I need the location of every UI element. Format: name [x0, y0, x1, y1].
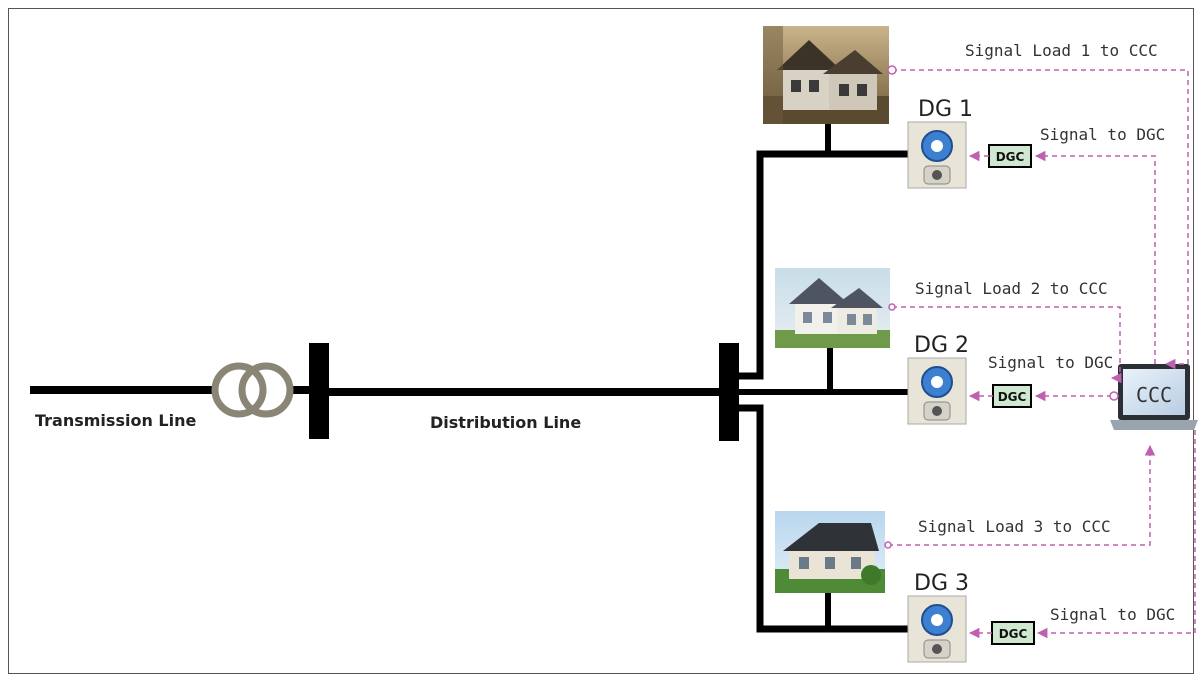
signal-dgc-3-line — [1036, 430, 1196, 639]
signal-dgc-3-label: Signal to DGC — [1050, 605, 1175, 624]
signal-load-1-label: Signal Load 1 to CCC — [965, 41, 1158, 60]
dgc-box-3: DGC — [991, 621, 1035, 645]
signal-load-3-line — [888, 444, 1156, 546]
power-network — [30, 120, 910, 633]
branch-lower — [728, 404, 910, 633]
dg-2-label: DG 2 — [914, 333, 969, 358]
signal-load-3-label: Signal Load 3 to CCC — [918, 517, 1111, 536]
distribution-line-label: Distribution Line — [430, 413, 581, 432]
generator-icon — [907, 595, 967, 663]
transformer-icon — [211, 362, 294, 418]
signal-dgc-2-label: Signal to DGC — [988, 353, 1113, 372]
signal-origin-load-2 — [888, 303, 896, 311]
ccc-label: CCC — [1136, 383, 1172, 407]
dg-1-label: DG 1 — [918, 97, 973, 122]
dgc-box-1: DGC — [988, 144, 1032, 168]
bus-bar-1 — [309, 343, 329, 439]
diagram-frame — [8, 8, 1194, 674]
laptop-icon: CCC — [1110, 364, 1198, 430]
generator-icon — [907, 121, 967, 189]
signal-lines — [888, 69, 1196, 639]
svg-text:DGC: DGC — [996, 150, 1025, 164]
dg-3-label: DG 3 — [914, 571, 969, 596]
bus-bar-2 — [719, 343, 739, 441]
signal-load-1-line — [892, 69, 1189, 370]
house-icon — [763, 26, 889, 124]
generator-icon — [907, 357, 967, 425]
transmission-line-label: Transmission Line — [35, 411, 196, 430]
svg-text:DGC: DGC — [999, 627, 1028, 641]
dgc-box-2: DGC — [992, 384, 1032, 408]
signal-load-2-line — [892, 306, 1122, 384]
svg-text:DGC: DGC — [998, 390, 1027, 404]
house-icon — [775, 268, 890, 348]
house-icon — [775, 511, 885, 593]
signal-origin-load-1 — [887, 65, 897, 75]
signal-origin-load-3 — [884, 541, 892, 549]
signal-dgc-1-label: Signal to DGC — [1040, 125, 1165, 144]
signal-load-2-label: Signal Load 2 to CCC — [915, 279, 1108, 298]
ccc-port — [1109, 391, 1119, 401]
branch-upper — [728, 150, 910, 380]
signal-dgc-1-line — [1034, 150, 1156, 364]
